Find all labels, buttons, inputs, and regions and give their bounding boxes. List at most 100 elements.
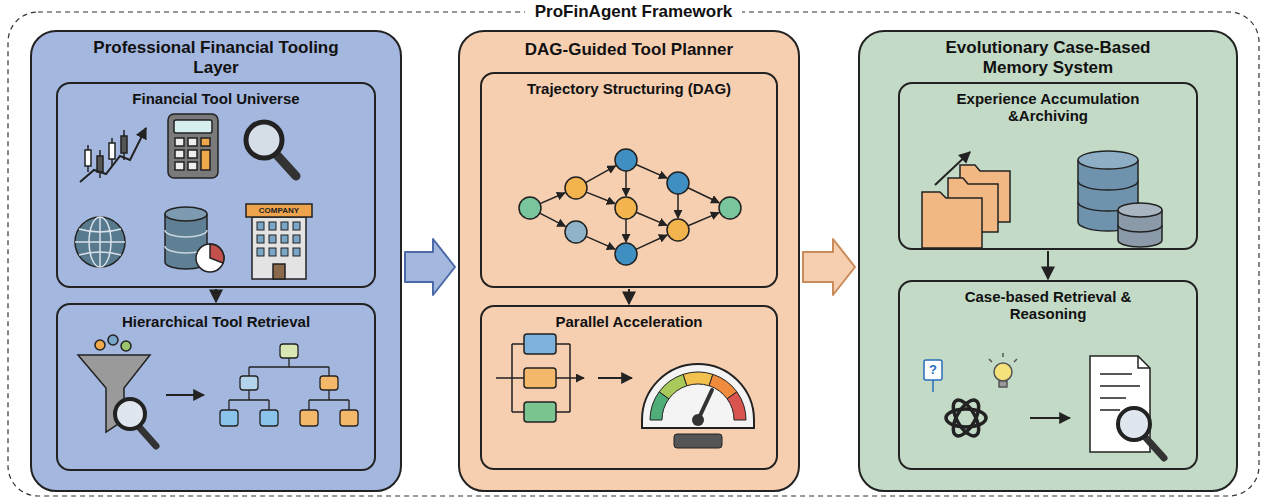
block-arrow (803, 239, 855, 295)
tree-icon-path (249, 358, 329, 376)
dag-graph-line (625, 219, 627, 242)
globe-icon-path (79, 229, 121, 232)
building-icon-g-rect (281, 222, 288, 230)
dag-graph-circle (565, 221, 587, 243)
dag-graph-line (636, 164, 667, 178)
building-icon-g-rect (281, 235, 288, 243)
globe-icon-line (75, 241, 125, 243)
reasoning-icon-g-ellipse (946, 409, 986, 427)
dag-graph-line (625, 171, 627, 196)
magnifier-icon-line (276, 154, 296, 176)
chart-icon-rect (85, 150, 91, 166)
module-box: Financial Tool Universe (56, 82, 376, 288)
reasoning-icon-line (932, 380, 934, 392)
funnel-icon-circle (95, 340, 105, 350)
chart-icon-line (87, 145, 89, 172)
parallel-icon (496, 334, 632, 422)
reasoning-icon-path (1138, 356, 1150, 368)
funnel-icon-polygon (78, 355, 150, 432)
globe-icon-circle (75, 217, 125, 267)
dag-graph (519, 149, 741, 265)
parallel-icon-rect (524, 368, 556, 388)
flow-arrow (166, 394, 204, 396)
building-icon-g-rect (257, 222, 264, 230)
reasoning-icon-rect (924, 360, 942, 380)
reasoning-icon (924, 353, 1164, 458)
folders-icon (922, 152, 1010, 248)
database-icon (165, 207, 224, 272)
calculator-icon-g-rect (201, 138, 210, 146)
reasoning-icon-path (989, 353, 1017, 362)
globe-icon-path (79, 252, 121, 255)
module-title: Trajectory Structuring (DAG) (489, 74, 769, 97)
calculator-icon-g-rect (201, 150, 210, 170)
panel-title: Evolutionary Case-Based Memory System (918, 32, 1178, 77)
dag-graph-circle (615, 197, 637, 219)
parallel-icon-path (496, 344, 524, 412)
funnel-icon-line (140, 428, 156, 446)
building-icon-g-rect (293, 248, 300, 256)
globe-icon (75, 217, 125, 267)
chart-icon-rect (109, 143, 115, 159)
module-title: Hierarchical Tool Retrieval (71, 305, 361, 330)
parallel-icon-line (598, 377, 632, 379)
module-title: Parallel Acceleration (489, 307, 769, 330)
chart-icon-line (123, 130, 125, 160)
building-icon-rect (246, 204, 312, 217)
chart-icon (80, 128, 146, 182)
tree-icon-rect (300, 410, 318, 426)
dag-graph-line (540, 213, 566, 226)
tree-icon-rect (320, 376, 338, 390)
tree-icon (220, 344, 358, 426)
gauge-icon-path (659, 374, 687, 398)
database-stack-icon-ellipse (1078, 151, 1138, 169)
chart-icon-line (99, 150, 101, 178)
dag-graph-line (677, 194, 679, 218)
building-icon-g-rect (281, 248, 288, 256)
parallel-icon-path (556, 344, 570, 412)
dag-graph-circle (565, 177, 587, 199)
panel-title: Professional Financial Tooling Layer (91, 32, 341, 77)
building-icon-g-rect (257, 248, 264, 256)
globe-icon-line (99, 217, 101, 267)
database-icon-path (210, 244, 224, 263)
globe-icon-ellipse (89, 217, 111, 267)
magnifier-icon (246, 122, 296, 176)
building-icon-g-rect (257, 235, 264, 243)
tree-icon-path (229, 390, 269, 410)
flow-arrow (628, 289, 630, 304)
sign-text: COMPANY (246, 204, 312, 217)
reasoning-icon-circle (1118, 408, 1150, 440)
database-icon-path (165, 214, 207, 269)
layer-panel: Experience Accumulation &ArchivingCase-b… (858, 30, 1238, 492)
gauge-icon (642, 364, 754, 448)
module-box: Parallel Acceleration (480, 305, 778, 470)
reasoning-icon-line (1030, 417, 1070, 419)
funnel-icon-circle (108, 335, 118, 345)
building-icon-rect (252, 217, 306, 279)
reasoning-icon-rect (999, 381, 1007, 387)
database-stack-icon-path (1078, 202, 1138, 211)
dag-graph-line (636, 212, 667, 225)
title-bar: ProFinAgent Framework (0, 2, 1267, 22)
dag-graph-circle (667, 219, 689, 241)
calculator-icon-g-rect (188, 150, 197, 158)
reasoning-icon-g-ellipse (948, 396, 984, 440)
database-stack-icon-path (1118, 225, 1162, 232)
database-icon-ellipse (165, 207, 207, 221)
gauge-icon-path (683, 372, 713, 386)
parallel-icon-rect (524, 334, 556, 354)
dag-graph-circle (719, 197, 741, 219)
dag-graph-circle (615, 243, 637, 265)
calculator-icon-g (175, 138, 210, 170)
layer-panel: Trajectory Structuring (DAG) Parallel Acc… (458, 30, 800, 492)
gauge-icon-path (709, 374, 737, 398)
database-stack-icon-ellipse (1118, 203, 1162, 217)
building-icon (246, 204, 312, 279)
database-stack-icon (1078, 151, 1162, 247)
module-box: Trajectory Structuring (DAG) (480, 72, 778, 288)
module-box: Experience Accumulation &Archiving (898, 82, 1198, 250)
dag-graph-line (688, 213, 719, 226)
folders-icon-path (960, 165, 1010, 222)
dag-graph-line (688, 188, 719, 203)
